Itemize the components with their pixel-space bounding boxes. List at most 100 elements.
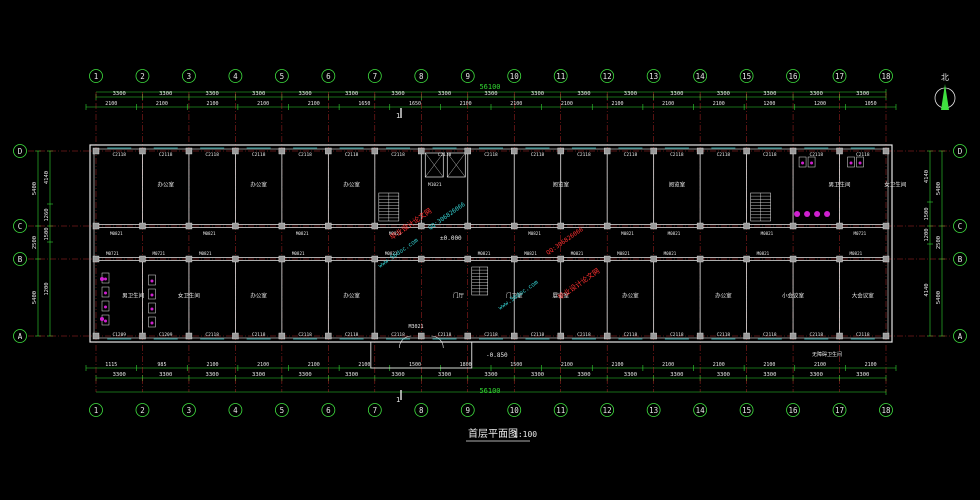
watermark-4: www.56doc.com xyxy=(497,279,540,312)
axis-label-3-top: 3 xyxy=(187,72,192,81)
column-17A xyxy=(836,332,843,340)
column-4A xyxy=(232,332,239,340)
column-11B xyxy=(557,255,564,263)
axis-bubble-17-bottom xyxy=(832,403,847,417)
room-label-north: 办公室 xyxy=(157,181,174,189)
dim-bays-top-value: 3300 xyxy=(206,91,219,97)
column-9B xyxy=(464,255,471,263)
column-16B xyxy=(789,255,797,263)
dim-bays-bottom-value: 3300 xyxy=(345,372,358,378)
axis-bubble-1-bottom xyxy=(89,403,103,417)
window-bottom-label: C2118 xyxy=(531,332,545,338)
column-14A xyxy=(696,332,704,340)
stairs xyxy=(100,156,864,328)
dim-sub-top-value: 2100 xyxy=(207,101,219,107)
total-length-top: 56100 xyxy=(479,83,500,91)
column-18A xyxy=(882,332,890,340)
column-14B xyxy=(696,255,704,263)
dim-sub-top-value: 1200 xyxy=(814,101,826,107)
dim-bays-top-value: 3300 xyxy=(531,91,544,97)
axis-label-15-top: 15 xyxy=(742,72,751,81)
column-4D xyxy=(232,147,239,155)
column-10B xyxy=(511,255,518,263)
toilet-sw-men-fixture xyxy=(104,305,107,309)
axis-bubble-3-top xyxy=(182,69,196,83)
axis-bubble-6-bottom xyxy=(321,403,336,417)
toilet-sw-men-fixture xyxy=(104,277,107,281)
axis-label-A-left: A xyxy=(18,332,23,341)
window-top-label: C2118 xyxy=(577,152,591,158)
axis-bubble-7-top xyxy=(367,69,382,83)
window-bottom-label: C2118 xyxy=(763,332,777,338)
axis-grid xyxy=(28,92,952,392)
dim-left-sub-value: 1260 xyxy=(44,208,50,221)
axis-bubble-14-top xyxy=(693,69,708,83)
axis-bubble-15-top xyxy=(739,69,754,83)
dim-sub-bottom-value: 1115 xyxy=(105,362,117,368)
column-17C xyxy=(836,222,843,230)
dim-sub-bottom-value: 2100 xyxy=(561,362,573,368)
dim-sub-top-value: 1050 xyxy=(865,101,877,107)
main-door-label: M3021 xyxy=(408,324,423,330)
window-top-label: C2118 xyxy=(810,152,824,158)
dim-right-sub-value: 4140 xyxy=(924,170,930,183)
axis-label-11-bottom: 11 xyxy=(556,406,565,415)
axis-bubble-B-left xyxy=(13,252,27,266)
toilet-ne-women-stall xyxy=(856,156,864,168)
dim-bays-bottom-value: 3300 xyxy=(624,372,637,378)
axis-bubble-2-bottom xyxy=(135,403,150,417)
dim-left-sub-value: 1200 xyxy=(44,282,50,295)
dim-sub-top-value: 2100 xyxy=(662,101,674,107)
dim-sub-top-value: 2100 xyxy=(257,101,269,107)
dim-sub-bottom-value: 985 xyxy=(157,362,166,368)
window-bottom-label: C2118 xyxy=(438,332,452,338)
toilet-ne-basin xyxy=(804,211,811,217)
toilet-ne-basin xyxy=(794,211,801,217)
axis-bubbles: 1122334455667788991010111112121313141415… xyxy=(13,69,967,417)
dim-bays-top-value: 3300 xyxy=(159,91,172,97)
axis-bubble-C-left xyxy=(13,219,27,233)
axis-bubble-9-top xyxy=(460,69,475,83)
dim-bays-top-value: 3300 xyxy=(763,91,776,97)
dim-sub-top-value: 2100 xyxy=(156,101,168,107)
section-marker-bottom: 1 xyxy=(396,396,400,404)
window-bottom-label: C2118 xyxy=(577,332,591,338)
door-b-label: M0821 xyxy=(524,251,537,256)
dim-bays-bottom-value: 3300 xyxy=(298,372,311,378)
dim-bays-bottom-value: 3300 xyxy=(763,372,776,378)
window-bottom-label: C1209 xyxy=(159,332,173,338)
room-label-north: 阅览室 xyxy=(552,181,569,189)
column-16D xyxy=(789,147,797,155)
column-7B xyxy=(371,255,379,263)
window-bottom-label: C2118 xyxy=(484,332,498,338)
toilet-sw-men-fixture xyxy=(104,319,107,323)
toilet-sw-men-stall xyxy=(101,286,110,298)
toilet-ne-women-stall xyxy=(847,156,855,168)
axis-label-3-bottom: 3 xyxy=(187,406,192,415)
toilet-ne-men-fixture xyxy=(801,161,805,165)
outer-wall xyxy=(89,144,893,343)
axis-label-C-left: C xyxy=(18,222,23,231)
axis-bubble-C-right xyxy=(953,219,967,233)
axis-bubble-12-bottom xyxy=(600,403,615,417)
walls xyxy=(89,144,893,369)
door-c-label: M0721 xyxy=(854,231,867,236)
axis-label-18-bottom: 18 xyxy=(881,406,891,415)
axis-label-10-bottom: 10 xyxy=(510,406,520,415)
window-top-label: C2118 xyxy=(391,152,405,158)
axis-bubble-5-top xyxy=(274,69,289,83)
door-c-label: M0821 xyxy=(110,231,123,236)
window-top-label: C2118 xyxy=(624,152,638,158)
axis-bubble-B-right xyxy=(953,252,967,266)
axis-label-16-top: 16 xyxy=(789,72,799,81)
window-bottom-label: C2118 xyxy=(345,332,359,338)
room-label-south: 男卫生间 xyxy=(122,292,144,300)
axis-label-7-bottom: 7 xyxy=(373,406,378,415)
toilet-sw-women-fixture xyxy=(150,279,154,283)
window-top-label: C2118 xyxy=(438,152,452,158)
dim-bays-top-value: 3300 xyxy=(391,91,404,97)
entrance-porch xyxy=(370,341,473,369)
dim-sub-bottom-value: 2100 xyxy=(763,362,775,368)
dim-sub-bottom-value: 1500 xyxy=(510,362,522,368)
column-3C xyxy=(185,222,193,230)
